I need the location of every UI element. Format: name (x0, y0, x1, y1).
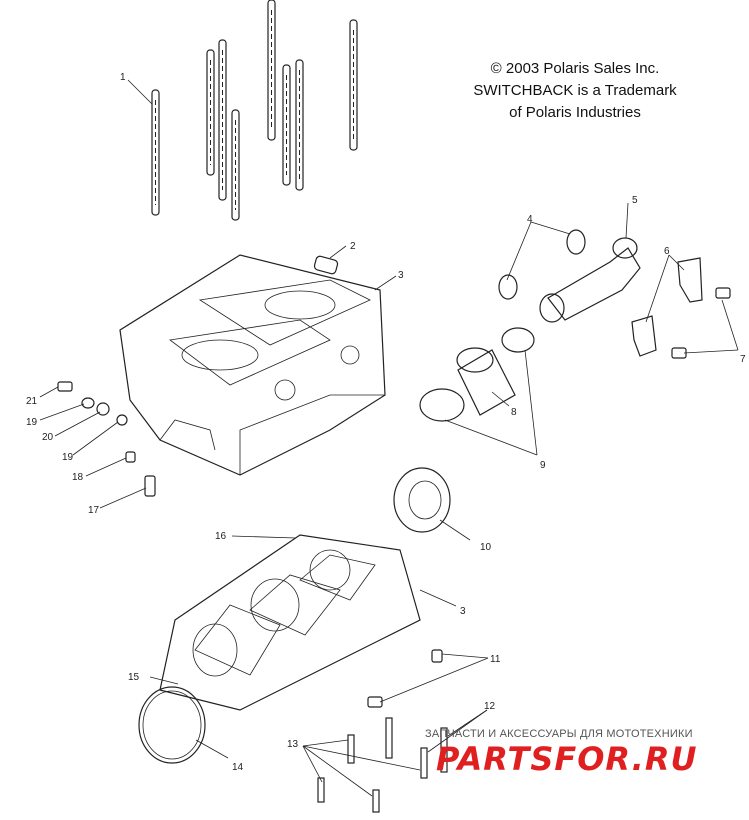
side-fasteners (57, 381, 156, 497)
callout-19: 19 (62, 452, 74, 463)
callout-6: 6 (664, 246, 670, 257)
small-bolts (671, 287, 731, 359)
callout-7: 7 (740, 354, 746, 365)
callout-21: 21 (26, 396, 38, 407)
copyright-line-2: SWITCHBACK is a Trademark (473, 82, 677, 99)
callout-3-lower: 3 (460, 606, 466, 617)
callout-9: 9 (540, 460, 546, 471)
callout-2: 2 (350, 241, 356, 252)
callout-14: 14 (232, 762, 244, 773)
intake-pipe (539, 237, 641, 323)
lower-crankcase (159, 534, 421, 711)
copyright-line-3: of Polaris Industries (509, 104, 641, 121)
callout-13: 13 (287, 739, 299, 750)
dowel-pin (313, 255, 339, 275)
callout-3: 3 (398, 270, 404, 281)
hose-and-clamps (419, 327, 535, 422)
callout-19-top: 19 (26, 417, 38, 428)
callout-11: 11 (490, 654, 501, 665)
watermark-tagline: ЗАПЧАСТИ И АКСЕССУАРЫ ДЛЯ МОТОТЕХНИКИ (425, 728, 693, 740)
stud-group (151, 0, 358, 221)
copyright-notice: © 2003 Polaris Sales Inc. SWITCHBACK is … (460, 58, 690, 124)
brackets (631, 257, 703, 357)
callout-20: 20 (42, 432, 54, 443)
upper-crankcase (119, 254, 386, 476)
callout-1: 1 (120, 72, 126, 83)
callout-16: 16 (215, 531, 227, 542)
callout-17: 17 (88, 505, 100, 516)
callout-4: 4 (527, 214, 533, 225)
watermark-logo: PARTSFOR.RU (436, 740, 698, 778)
crank-seal (393, 467, 451, 533)
callout-labels: 1 2 3 4 5 6 7 8 9 10 16 3 11 15 12 13 14… (26, 72, 746, 773)
callout-18: 18 (72, 472, 84, 483)
callout-10: 10 (480, 542, 492, 553)
leader-lines (39, 79, 739, 797)
large-o-ring (138, 686, 206, 764)
copyright-line-1: © 2003 Polaris Sales Inc. (490, 60, 660, 77)
callout-8: 8 (511, 407, 517, 418)
lower-bolts (317, 649, 448, 813)
callout-12: 12 (484, 701, 496, 712)
o-rings (498, 229, 586, 300)
callout-5: 5 (632, 195, 638, 206)
callout-15: 15 (128, 672, 140, 683)
